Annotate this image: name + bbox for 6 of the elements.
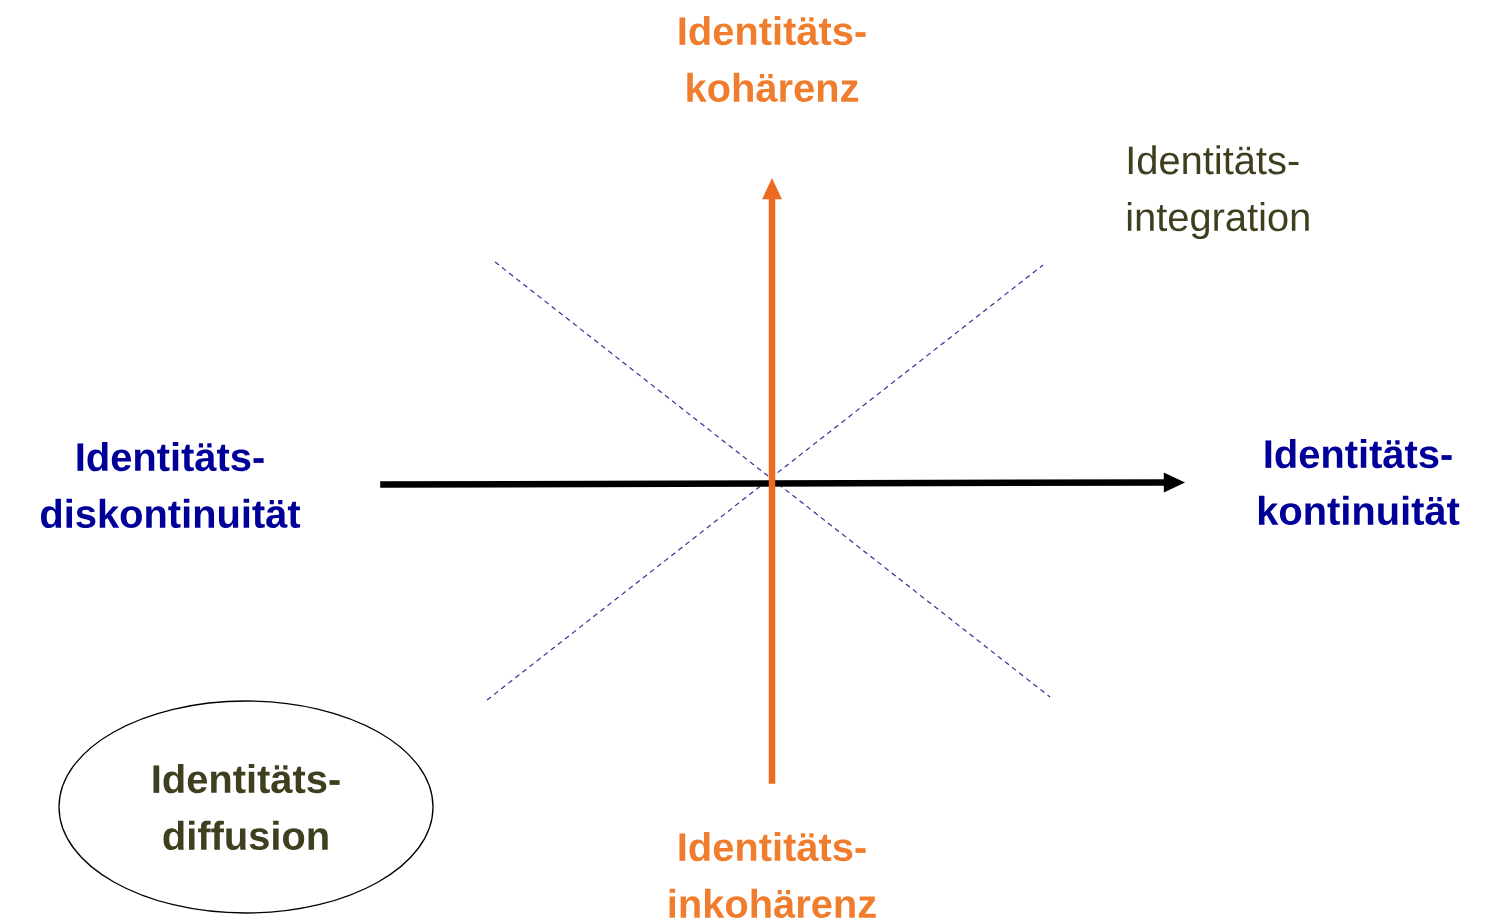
axis-label: Identitäts- diskontinuität <box>41 441 301 528</box>
axis-label: Identitäts- inkohärenz <box>669 831 876 919</box>
axis-label: Identitäts- kohärenz <box>679 15 866 102</box>
axis-label: Identitäts- kontinuität <box>1258 438 1460 525</box>
ellipse-node: Identitäts- diffusion <box>58 700 434 914</box>
label-text: Identitäts- integration <box>1127 145 1309 240</box>
